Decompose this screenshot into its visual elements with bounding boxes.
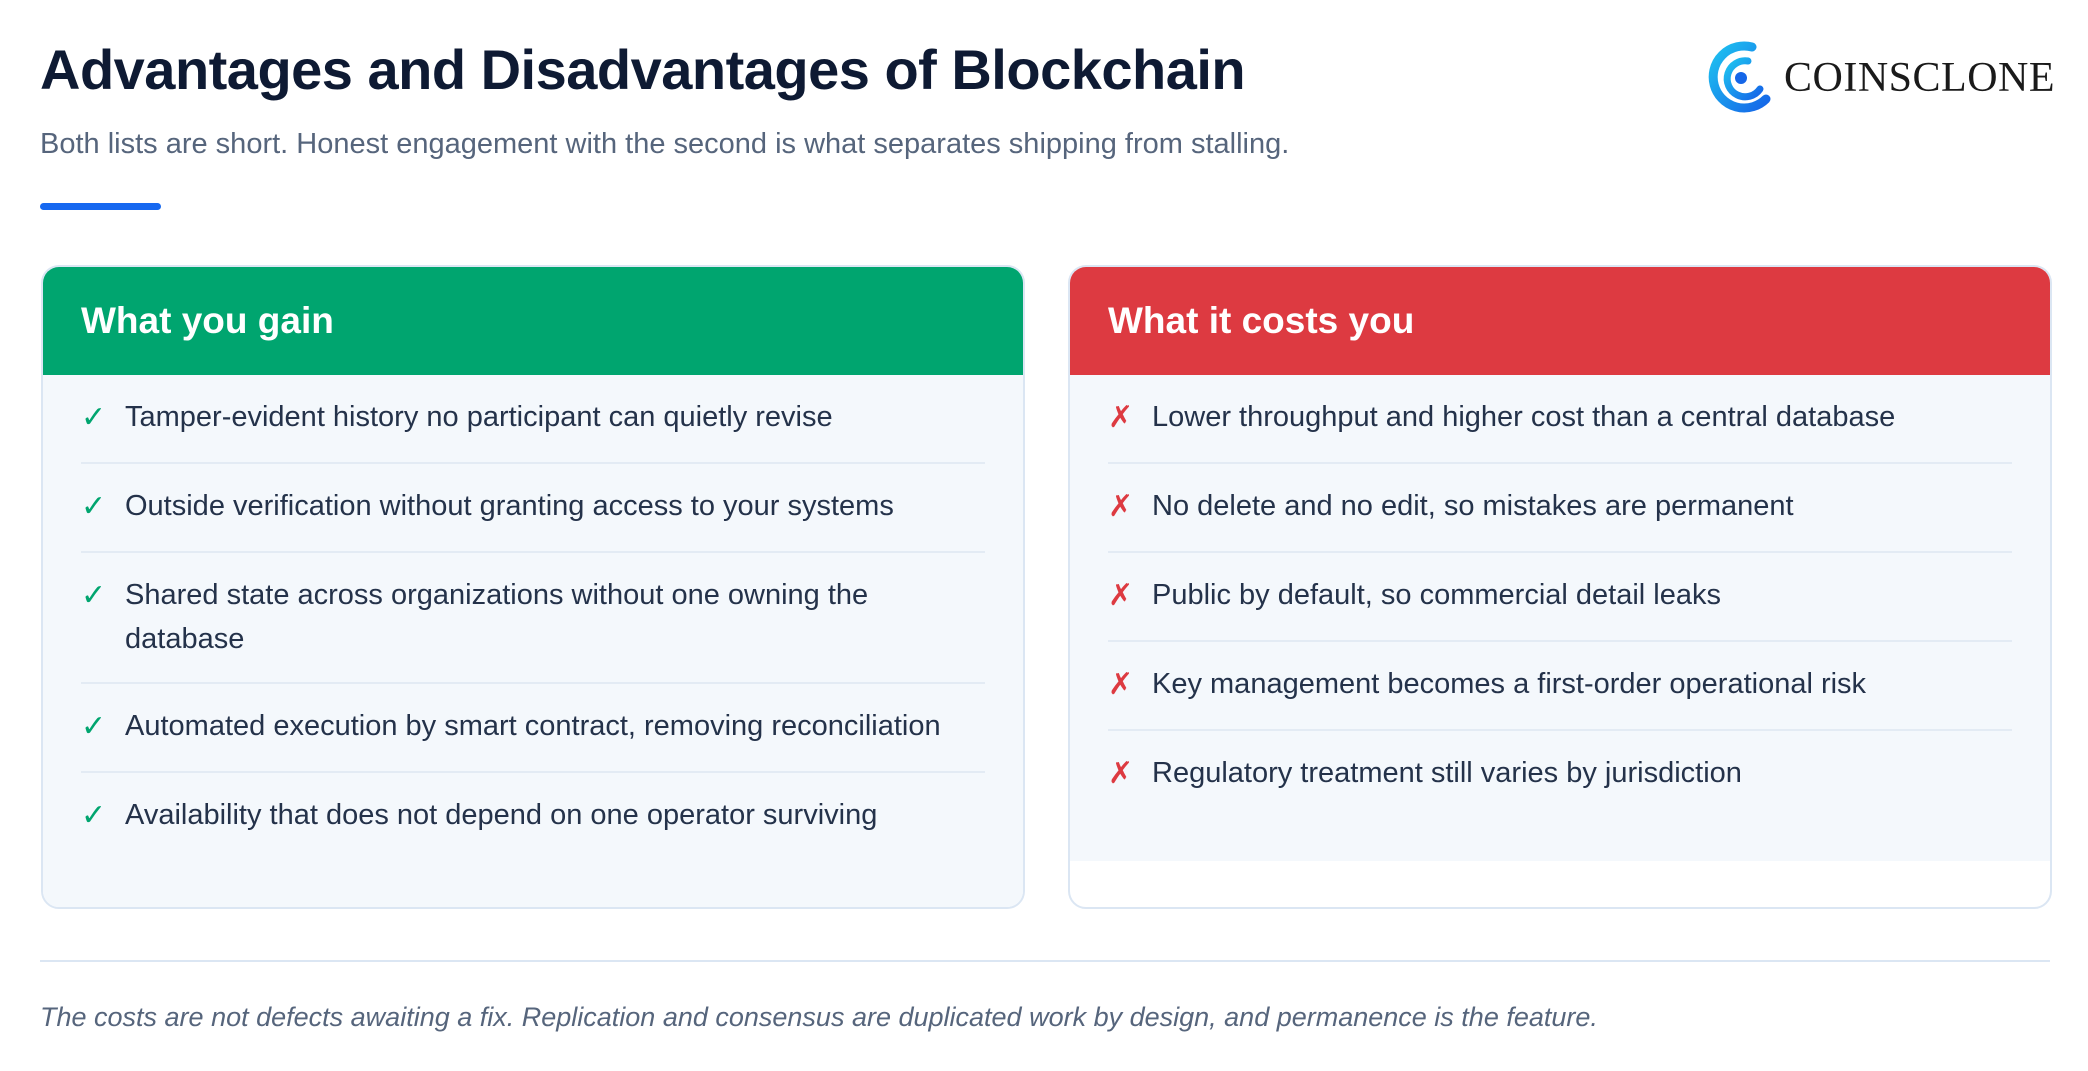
disadvantages-list: ✗ Lower throughput and higher cost than … [1070, 375, 2050, 861]
list-item-text: Regulatory treatment still varies by jur… [1152, 757, 1742, 789]
list-item-text: Outside verification without granting ac… [125, 490, 894, 522]
coinsclone-logo-icon [1708, 41, 1776, 115]
accent-bar [40, 203, 161, 210]
list-item-text: Shared state across organizations withou… [125, 579, 869, 655]
list-item-text: Key management becomes a first-order ope… [1152, 668, 1867, 700]
logo-wordmark: COINSCLONE [1784, 55, 2056, 101]
advantages-list: ✓ Tamper-evident history no participant … [43, 375, 1023, 907]
cross-icon: ✗ [1108, 401, 1134, 434]
list-item-text: Automated execution by smart contract, r… [125, 710, 941, 742]
list-item: ✓ Shared state across organizations with… [81, 553, 985, 684]
list-item: ✗ Lower throughput and higher cost than … [1108, 375, 2012, 464]
list-item-text: Public by default, so commercial detail … [1152, 579, 1721, 611]
page-subtitle: Both lists are short. Honest engagement … [40, 128, 1290, 160]
list-item: ✓ Outside verification without granting … [81, 464, 985, 553]
list-item: ✗ Public by default, so commercial detai… [1108, 553, 2012, 642]
advantages-card: What you gain ✓ Tamper-evident history n… [41, 265, 1025, 909]
list-item: ✓ Tamper-evident history no participant … [81, 375, 985, 464]
cross-icon: ✗ [1108, 668, 1134, 701]
disadvantages-card: What it costs you ✗ Lower throughput and… [1068, 265, 2052, 909]
list-item: ✗ Key management becomes a first-order o… [1108, 642, 2012, 731]
list-item-text: Lower throughput and higher cost than a … [1152, 401, 1896, 433]
advantages-heading: What you gain [43, 267, 1023, 375]
list-item: ✗ No delete and no edit, so mistakes are… [1108, 464, 2012, 553]
list-item: ✓ Availability that does not depend on o… [81, 773, 985, 860]
list-item-text: No delete and no edit, so mistakes are p… [1152, 490, 1794, 522]
footer-divider [40, 960, 2050, 962]
footnote: The costs are not defects awaiting a fix… [40, 1002, 1598, 1032]
check-icon: ✓ [81, 799, 107, 832]
cross-icon: ✗ [1108, 490, 1134, 523]
list-item-text: Tamper-evident history no participant ca… [125, 401, 833, 433]
list-item-text: Availability that does not depend on one… [125, 799, 878, 831]
cross-icon: ✗ [1108, 579, 1134, 612]
cross-icon: ✗ [1108, 757, 1134, 790]
check-icon: ✓ [81, 401, 107, 434]
check-icon: ✓ [81, 490, 107, 523]
brand-logo: COINSCLONE [1708, 38, 2055, 118]
disadvantages-heading: What it costs you [1070, 267, 2050, 375]
page-title: Advantages and Disadvantages of Blockcha… [40, 38, 1246, 101]
list-item: ✗ Regulatory treatment still varies by j… [1108, 731, 2012, 818]
check-icon: ✓ [81, 579, 107, 612]
list-item: ✓ Automated execution by smart contract,… [81, 684, 985, 773]
check-icon: ✓ [81, 710, 107, 743]
